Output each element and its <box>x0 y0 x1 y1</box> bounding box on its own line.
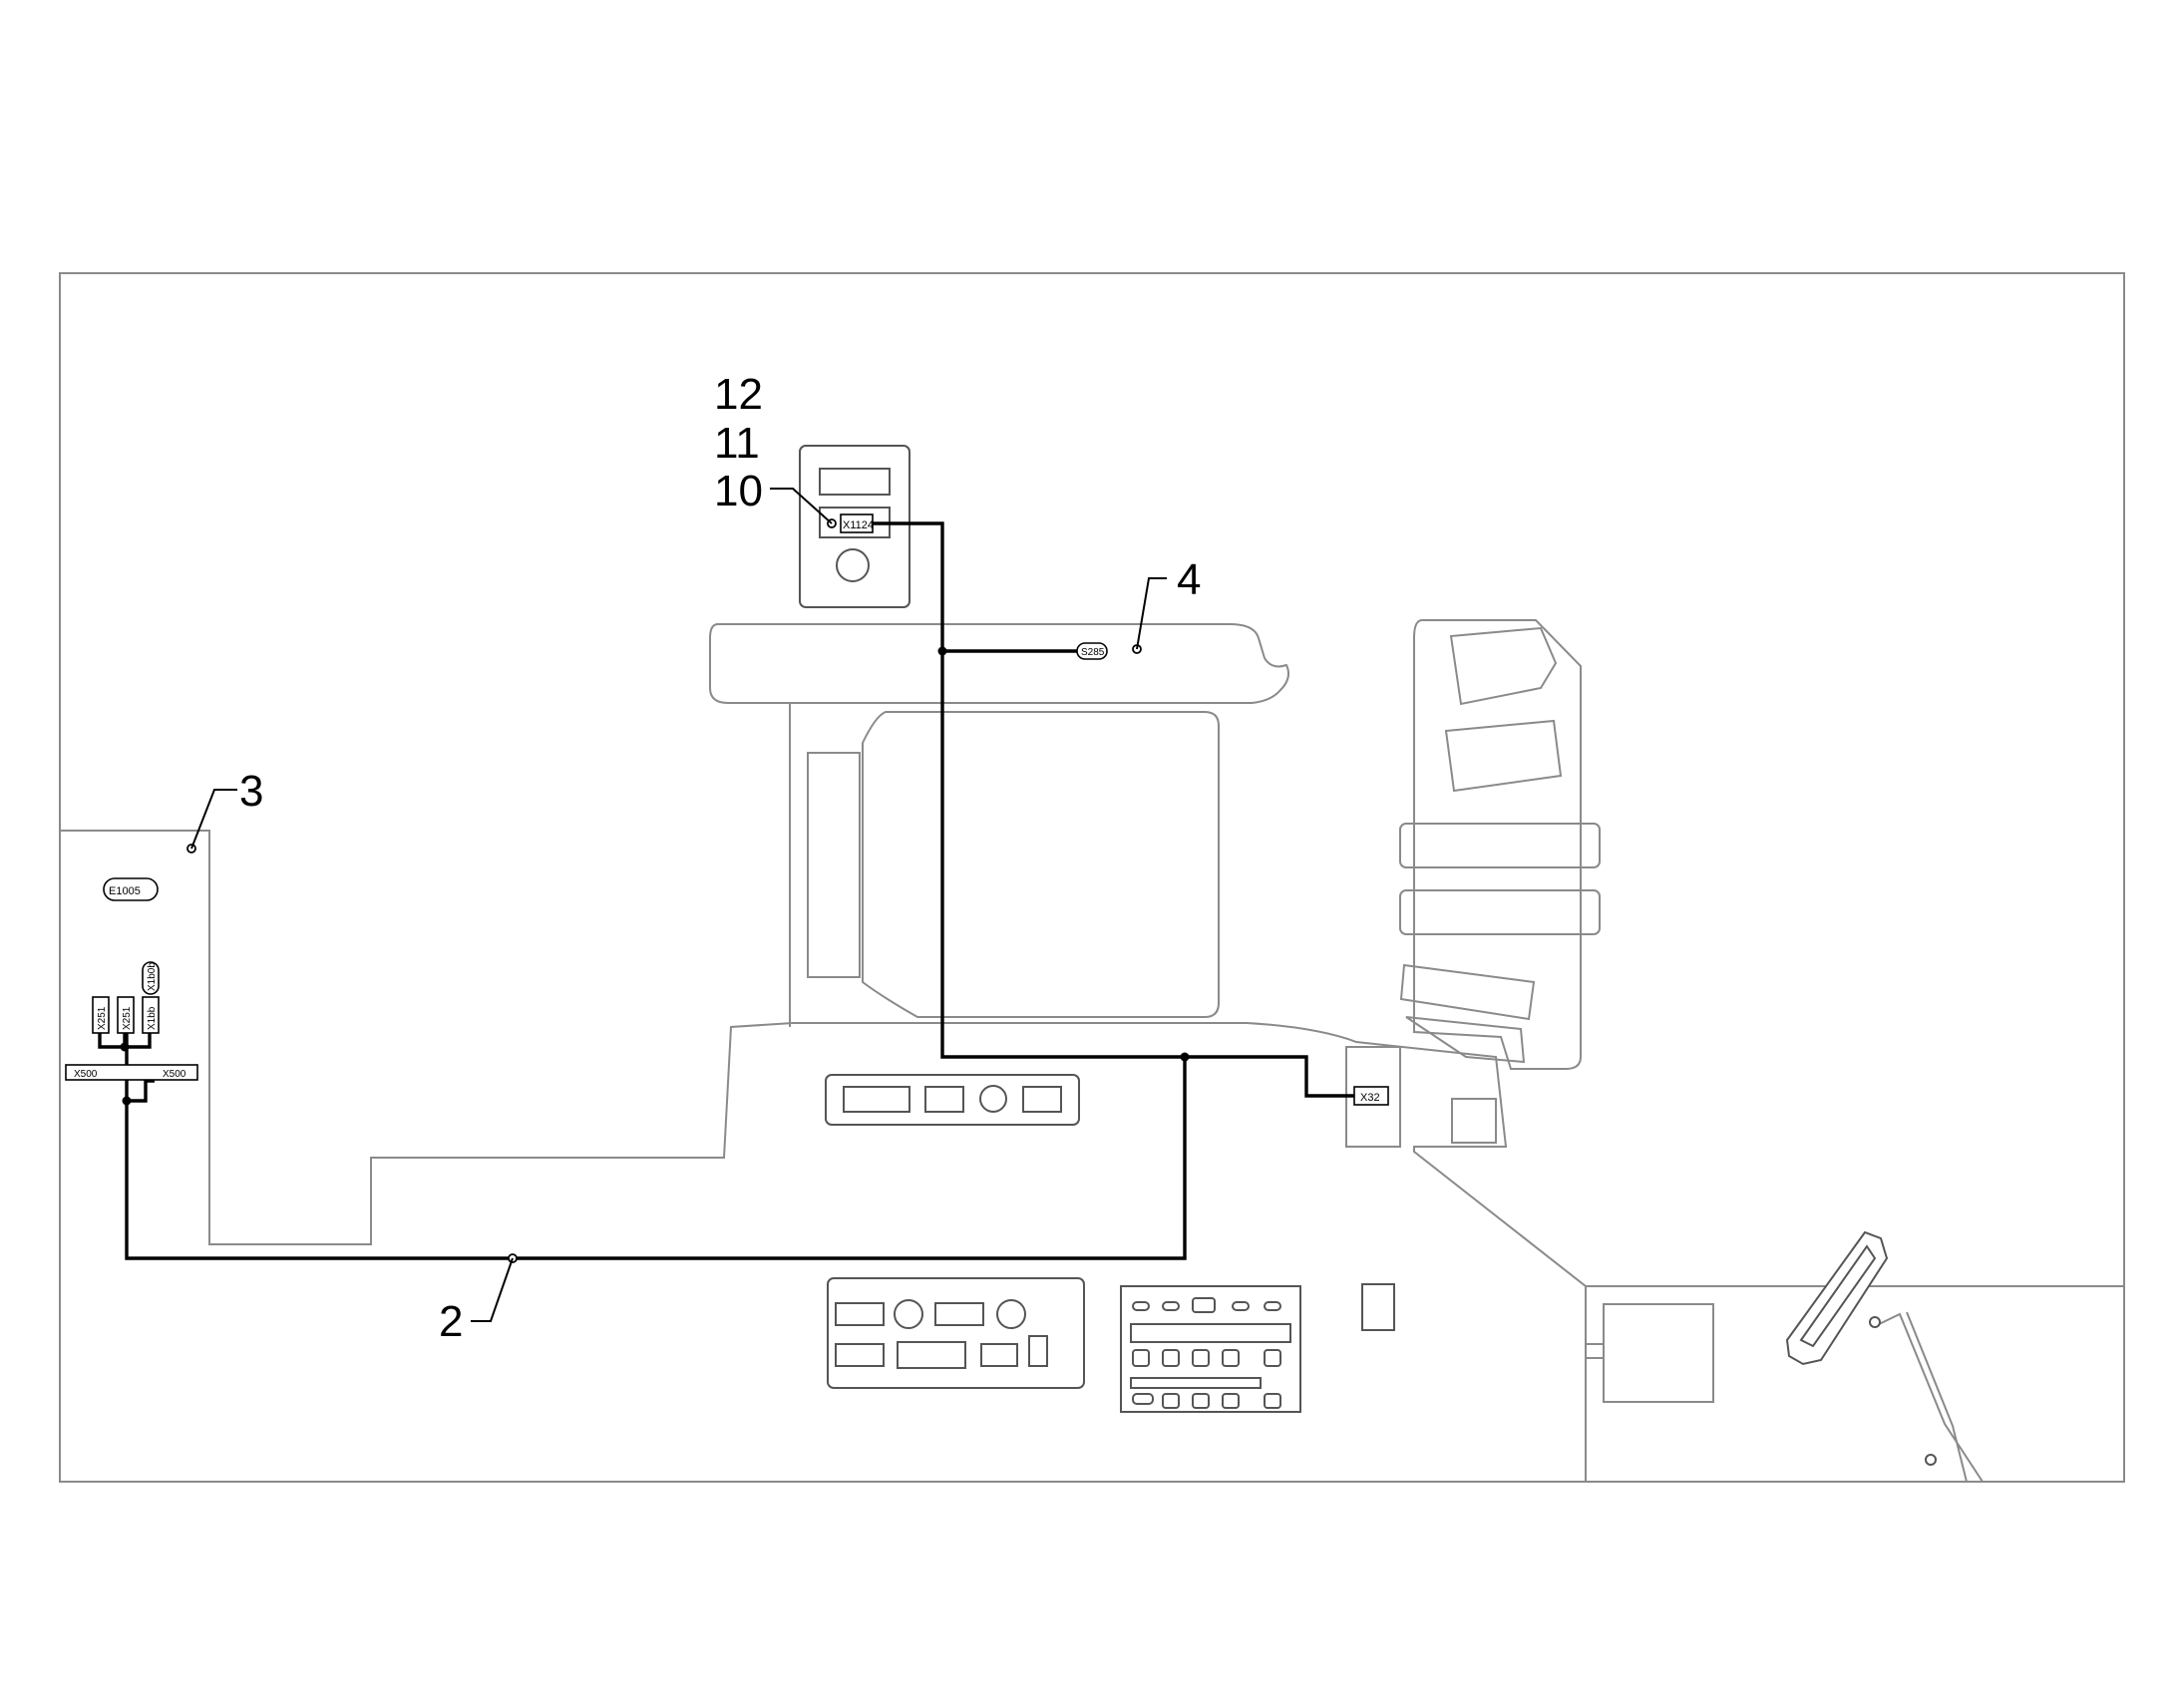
harness-main-vertical <box>872 521 1185 1059</box>
x1124-label: X1124 <box>843 519 874 531</box>
x251a-connector <box>92 996 110 1034</box>
e1005-connector <box>103 877 159 901</box>
leader-10 <box>770 488 833 524</box>
lever-1 <box>1399 963 1536 1021</box>
armrest-band-1 <box>1399 823 1601 868</box>
diagram-frame <box>59 272 2125 1483</box>
x500-left-label: X500 <box>74 1069 98 1080</box>
side-console-pad-2 <box>1444 719 1563 793</box>
monitor-bracket-stub <box>1586 1343 1604 1359</box>
cp-left-knob-1 <box>894 1299 923 1329</box>
cp-top-key-2 <box>924 1086 964 1113</box>
cp-top-key-3 <box>1022 1086 1062 1113</box>
x1bb-connector <box>142 996 160 1034</box>
junction-dot-s285 <box>937 646 947 656</box>
cp-left-key-4 <box>897 1341 966 1369</box>
x251b-connector <box>117 996 135 1034</box>
cp-left-key-1 <box>835 1302 885 1326</box>
lever-2 <box>1405 1016 1526 1064</box>
leader-4 <box>1136 577 1167 650</box>
leader-2 <box>471 1257 514 1322</box>
junction-dot-x32 <box>1180 1052 1190 1062</box>
cp-left-knob-2 <box>996 1299 1026 1329</box>
leader-3 <box>190 789 237 850</box>
display-module-knob <box>836 548 870 582</box>
switch-panel-row-3 <box>1132 1393 1281 1409</box>
x1b0b-label: X1b0b <box>147 962 158 991</box>
seat-cushion <box>862 711 1220 1018</box>
control-panel-left <box>827 1277 1085 1389</box>
switch-panel-strip-1 <box>1130 1323 1291 1343</box>
harness-x32-branch <box>1185 1055 1354 1098</box>
junction-dot-left-2 <box>122 1096 132 1106</box>
junction-dot-left-1 <box>120 1042 130 1052</box>
s285-label: S285 <box>1081 647 1105 658</box>
callout-2: 2 <box>439 1297 463 1346</box>
x1124-connector <box>840 513 874 533</box>
harness-floor <box>125 1057 1187 1260</box>
cp-left-key-2 <box>934 1302 984 1326</box>
console-square <box>1451 1098 1497 1144</box>
x1b0b-connector <box>142 961 160 995</box>
side-console-pad-1 <box>1449 626 1558 706</box>
dashboard-panel <box>709 623 1289 704</box>
cp-top-knob <box>979 1085 1007 1113</box>
small-switch <box>1361 1283 1395 1331</box>
cab-floor-outline <box>60 830 1587 1482</box>
callout-11: 11 <box>714 419 760 468</box>
x500-connector <box>65 1064 198 1081</box>
switch-panel-strip-2 <box>1130 1377 1262 1389</box>
x251b-label: X251 <box>122 1006 133 1030</box>
cp-left-key-6 <box>1028 1335 1048 1367</box>
monitor-bracket-box <box>1603 1303 1714 1403</box>
callout-4: 4 <box>1177 555 1201 604</box>
pedal-plate <box>807 752 861 978</box>
side-console <box>1413 619 1582 1070</box>
callout-3: 3 <box>239 767 263 816</box>
x32-connector <box>1353 1086 1389 1106</box>
x32-label: X32 <box>1360 1092 1380 1104</box>
monitor-pivot <box>1869 1316 1881 1328</box>
x500-right-label: X500 <box>163 1069 186 1080</box>
x1bb-label: X1bb <box>147 1006 158 1030</box>
monitor-screen <box>1799 1244 1877 1348</box>
display-module-screen <box>819 468 891 496</box>
cp-top-key-1 <box>843 1086 910 1113</box>
callout-10: 10 <box>714 467 763 515</box>
monitor-arm <box>1874 1311 1984 1483</box>
cp-left-key-5 <box>980 1343 1018 1367</box>
callout-12: 12 <box>714 370 763 419</box>
cp-left-key-3 <box>835 1343 885 1367</box>
armrest-band-2 <box>1399 889 1601 935</box>
switch-panel-row-1 <box>1132 1297 1281 1313</box>
s285-connector <box>1076 642 1108 660</box>
monitor-arm-joint <box>1925 1454 1937 1466</box>
switch-panel-row-2 <box>1132 1349 1281 1367</box>
e1005-label: E1005 <box>109 885 141 897</box>
x251a-label: X251 <box>97 1006 108 1030</box>
